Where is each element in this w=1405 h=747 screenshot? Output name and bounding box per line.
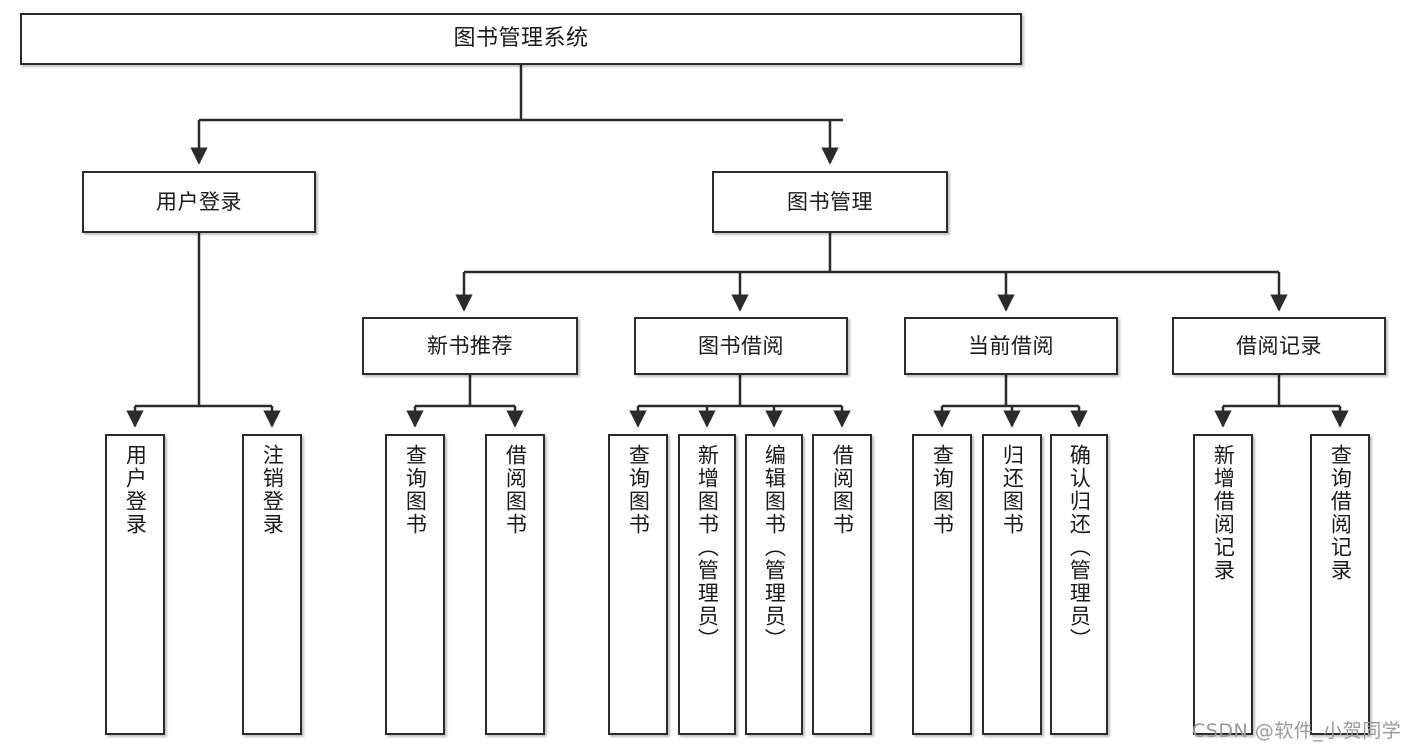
node-current-borrow-label: 当前借阅 [968,333,1054,358]
node-leaf-query-book-3[interactable]: 查询图书 [912,434,972,735]
node-leaf-query-book-1[interactable]: 查询图书 [385,434,445,735]
node-leaf-query-book-2-label: 查询图书 [626,444,651,536]
node-user-login[interactable]: 用户登录 [82,171,316,233]
node-leaf-borrow-book-2[interactable]: 借阅图书 [812,434,872,735]
node-leaf-confirm-return-admin[interactable]: 确认归还（管理员） [1050,434,1108,735]
node-leaf-edit-book-admin[interactable]: 编辑图书（管理员） [745,434,803,735]
node-root-label: 图书管理系统 [453,26,589,52]
node-leaf-query-borrow-record[interactable]: 查询借阅记录 [1310,434,1370,735]
node-book-manage[interactable]: 图书管理 [712,171,948,233]
node-current-borrow[interactable]: 当前借阅 [904,317,1118,375]
node-book-borrow-label: 图书借阅 [698,333,784,358]
node-leaf-return-book[interactable]: 归还图书 [982,434,1042,735]
node-leaf-add-book-admin[interactable]: 新增图书（管理员） [678,434,736,735]
node-book-borrow[interactable]: 图书借阅 [634,317,848,375]
node-leaf-borrow-book-2-label: 借阅图书 [830,444,855,536]
node-borrow-records-label: 借阅记录 [1236,333,1322,358]
node-leaf-logout-label: 注销登录 [260,444,285,536]
node-leaf-borrow-book-1-label: 借阅图书 [503,444,528,536]
node-new-book-recommend-label: 新书推荐 [427,333,513,358]
node-leaf-add-borrow-record[interactable]: 新增借阅记录 [1193,434,1253,735]
node-leaf-query-book-2[interactable]: 查询图书 [608,434,668,735]
node-leaf-return-book-label: 归还图书 [1000,444,1025,536]
node-leaf-query-borrow-record-label: 查询借阅记录 [1328,444,1353,582]
csdn-watermark: CSDN @软件_小贺同学 [1192,720,1402,742]
node-user-login-label: 用户登录 [156,189,242,214]
node-leaf-user-login[interactable]: 用户登录 [105,434,165,735]
node-leaf-edit-book-admin-label: 编辑图书（管理员） [762,444,787,651]
node-leaf-query-book-1-label: 查询图书 [403,444,428,536]
node-leaf-confirm-return-admin-label: 确认归还（管理员） [1067,444,1092,651]
node-root[interactable]: 图书管理系统 [20,13,1022,65]
node-leaf-add-book-admin-label: 新增图书（管理员） [695,444,720,651]
node-leaf-borrow-book-1[interactable]: 借阅图书 [485,434,545,735]
node-leaf-add-borrow-record-label: 新增借阅记录 [1211,444,1236,582]
node-borrow-records[interactable]: 借阅记录 [1172,317,1386,375]
node-new-book-recommend[interactable]: 新书推荐 [362,317,578,375]
node-leaf-logout[interactable]: 注销登录 [242,434,302,735]
node-book-manage-label: 图书管理 [787,189,873,214]
node-leaf-user-login-label: 用户登录 [123,444,148,536]
node-leaf-query-book-3-label: 查询图书 [930,444,955,536]
